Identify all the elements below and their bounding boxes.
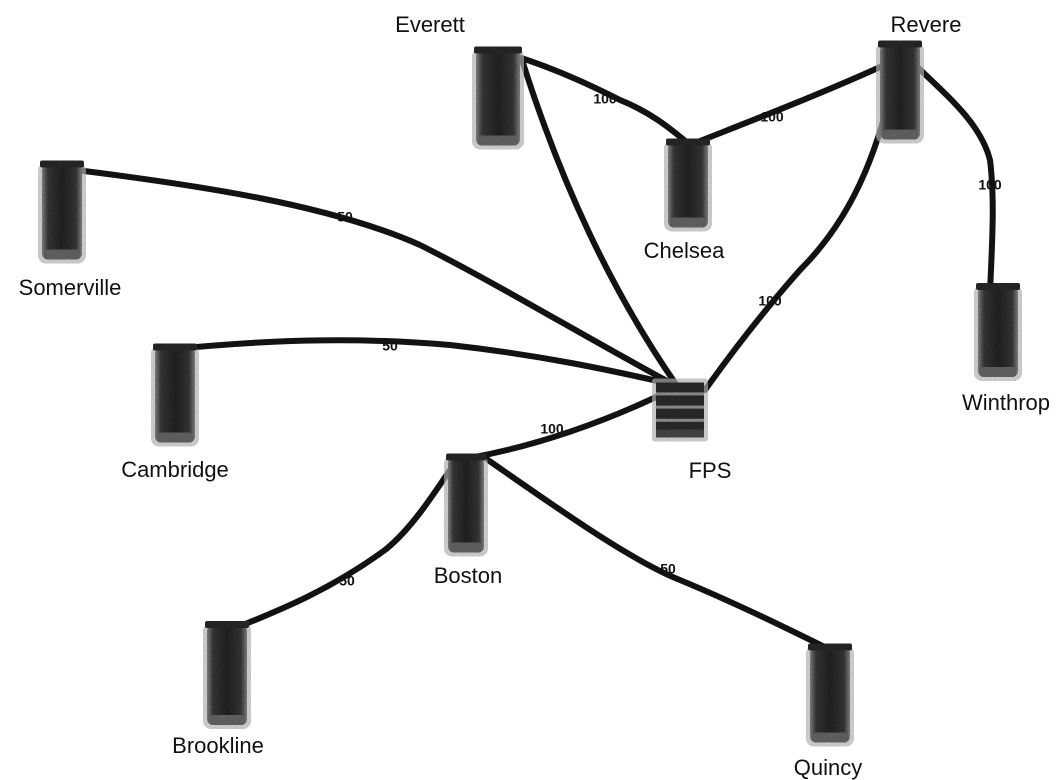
node-label-somerville: Somerville <box>19 275 122 300</box>
node-label-fps: FPS <box>689 458 732 483</box>
server-icon <box>38 160 86 264</box>
node-label-brookline: Brookline <box>172 733 264 758</box>
edge-label-cambridge-fps: 50 <box>382 338 398 354</box>
edge-label-fps-boston: 100 <box>540 421 564 437</box>
edge-boston-quincy <box>485 457 838 655</box>
edge-label-boston-quincy: 50 <box>660 561 676 577</box>
nodes-layer: Everett RevereChelseaSomervilleWinthropCa… <box>19 12 1050 780</box>
edges-layer <box>57 52 996 655</box>
server-icon <box>203 621 251 729</box>
edge-somerville-fps <box>57 165 683 391</box>
node-label-cambridge: Cambridge <box>121 457 229 482</box>
edge-cambridge-fps <box>162 337 678 388</box>
node-boston[interactable]: Boston <box>434 453 503 589</box>
edge-labels-layer: 100 100 100 100 50 50 100 50 50 <box>337 91 1002 589</box>
edge-label-everett-chelsea: 100 <box>593 91 617 107</box>
server-icon <box>151 343 199 447</box>
hub-icon <box>652 378 708 442</box>
node-label-revere: Revere <box>891 12 962 37</box>
node-fps[interactable]: FPS <box>652 378 732 484</box>
edge-label-somerville-fps: 50 <box>337 209 353 225</box>
node-cambridge[interactable]: Cambridge <box>121 343 229 483</box>
node-label-winthrop: Winthrop <box>962 390 1050 415</box>
edge-fps-boston <box>467 385 678 461</box>
edge-label-chelsea-revere: 100 <box>760 109 784 125</box>
edge-boston-brookline <box>235 455 461 630</box>
edge-everett-fps <box>519 57 683 393</box>
server-icon <box>444 453 488 557</box>
node-everett[interactable]: Everett <box>395 12 524 150</box>
node-label-chelsea: Chelsea <box>644 238 725 263</box>
server-icon <box>472 46 524 150</box>
node-label-quincy: Quincy <box>794 755 862 780</box>
node-label-boston: Boston <box>434 563 503 588</box>
node-label-everett: Everett <box>395 12 465 37</box>
edge-label-revere-fps: 100 <box>758 293 782 309</box>
edge-revere-winthrop <box>902 52 996 295</box>
server-icon <box>974 283 1022 381</box>
server-icon <box>664 138 712 232</box>
edge-chelsea-revere <box>687 55 903 148</box>
node-winthrop[interactable]: Winthrop <box>962 283 1050 415</box>
node-brookline[interactable]: Brookline <box>172 621 264 758</box>
node-chelsea[interactable]: Chelsea <box>644 138 725 264</box>
node-quincy[interactable]: Quincy <box>794 643 862 780</box>
server-icon <box>806 643 854 747</box>
edge-label-revere-winthrop: 100 <box>978 177 1002 193</box>
edge-revere-fps <box>702 55 903 393</box>
node-revere[interactable]: Revere <box>876 12 961 144</box>
node-somerville[interactable]: Somerville <box>19 160 122 301</box>
server-icon <box>876 40 924 144</box>
edge-label-boston-brookline: 50 <box>339 573 355 589</box>
edge-everett-chelsea <box>512 53 693 148</box>
